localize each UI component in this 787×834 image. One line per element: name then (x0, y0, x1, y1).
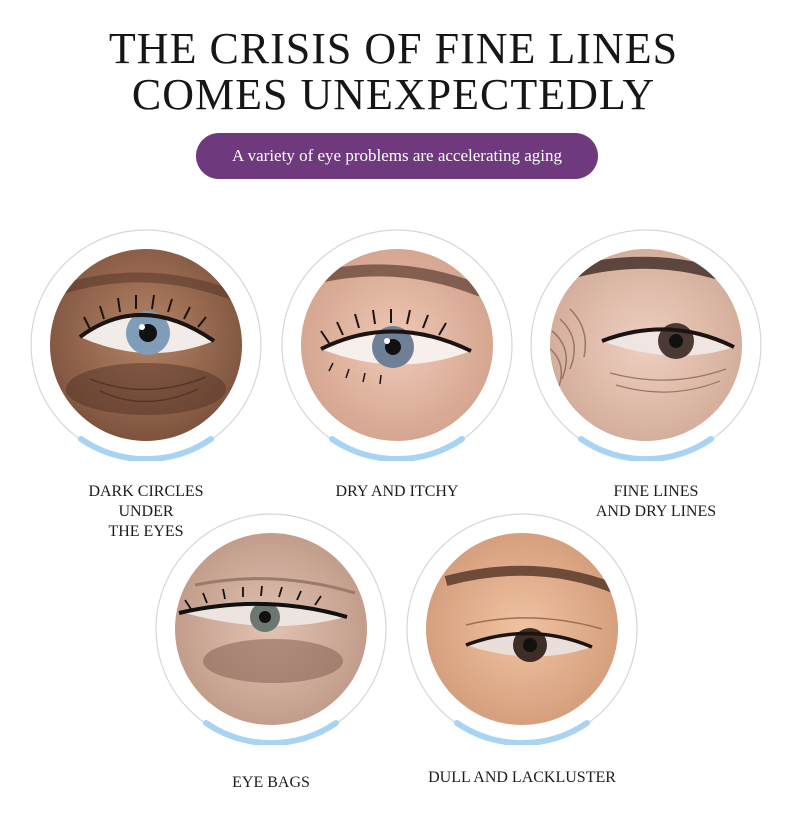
problem-card-eye-bags (155, 513, 387, 745)
problem-label-eye-bags: EYE BAGS (232, 774, 310, 791)
eye-photo-dry-itchy-icon (281, 229, 513, 461)
eye-photo-fine-lines-icon (530, 229, 762, 461)
title-line-2: COMES UNEXPECTEDLY (131, 70, 656, 119)
eye-photo-dull-icon (406, 513, 638, 745)
problem-label-dry-itchy: DRY AND ITCHY (335, 483, 459, 500)
title-line-1: THE CRISIS OF FINE LINES (108, 24, 679, 73)
subtitle-badge: A variety of eye problems are accelerati… (196, 133, 598, 179)
problem-card-fine-lines (530, 229, 762, 461)
problem-card-dark-circles (30, 229, 262, 461)
problem-label-dull: DULL AND LACKLUSTER (428, 769, 616, 786)
problem-label-fine-lines: FINE LINES AND DRY LINES (595, 483, 717, 520)
problem-label-dark-circles: DARK CIRCLES UNDER THE EYES (88, 483, 204, 540)
problem-card-dull (406, 513, 638, 745)
eye-photo-eye-bags-icon (155, 513, 387, 745)
eye-photo-dark-circles-icon (30, 229, 262, 461)
problem-card-dry-itchy (281, 229, 513, 461)
